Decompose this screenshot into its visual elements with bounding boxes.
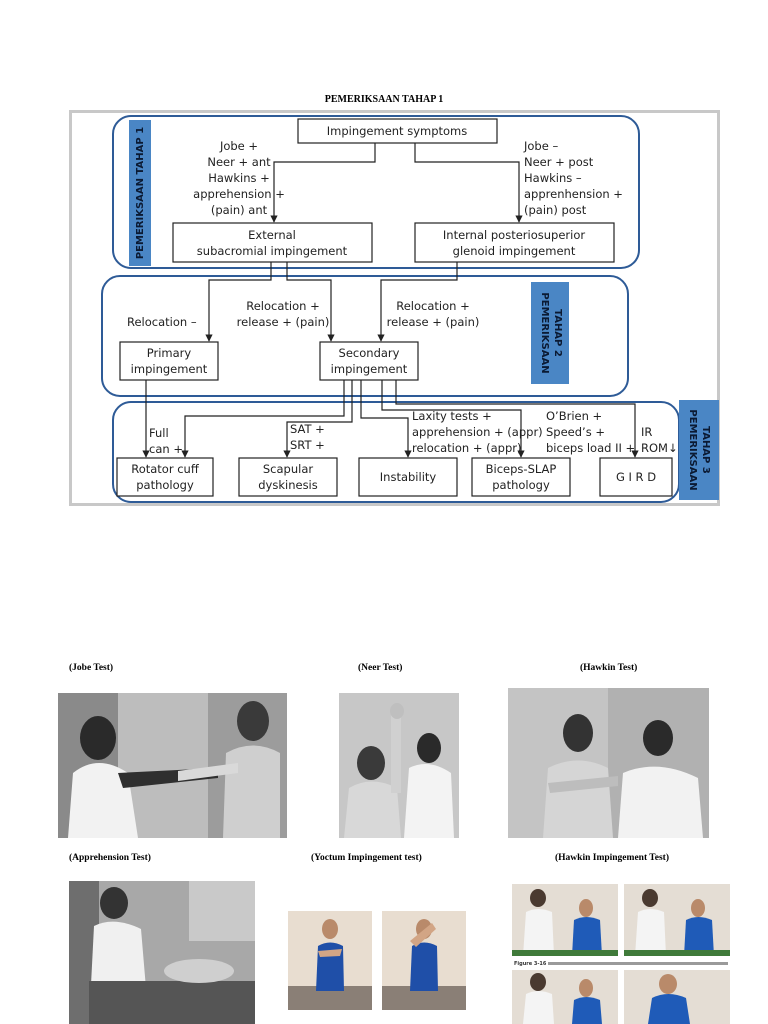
right-criteria-5: (pain) post xyxy=(524,203,587,217)
arrow-secondary-rotator xyxy=(181,380,345,458)
primary-line2: impingement xyxy=(131,362,208,376)
neer-test-photo xyxy=(339,693,459,838)
yoctum-photo-2 xyxy=(382,911,466,1010)
srt-text: SRT + xyxy=(290,438,325,452)
full-can-line1: Full xyxy=(149,426,169,440)
arrow-internal-secondary xyxy=(377,262,458,342)
stage1-label: PEMERIKSAAN TAHAP 1 xyxy=(135,127,146,259)
arrow-secondary-gird xyxy=(395,380,639,458)
biceps-slap-box xyxy=(471,457,571,497)
secondary-impingement-box xyxy=(319,341,419,381)
rom-text: ROM↓ xyxy=(641,441,678,455)
internal-line2: glenoid impingement xyxy=(453,244,576,258)
right-criteria-4: apprenhension + xyxy=(524,187,623,201)
stage2-label-line2: TAHAP 2 xyxy=(552,309,563,357)
gird-text: G I R D xyxy=(616,470,656,484)
apprehension-caption: (Apprehension Test) xyxy=(69,853,151,863)
collage-figure-caption: Figure 3-16 xyxy=(514,961,547,967)
arrow-symptoms-external xyxy=(270,143,376,223)
stage3-label-line2: TAHAP 3 xyxy=(700,426,711,474)
biceps-line1: Biceps-SLAP xyxy=(486,462,557,476)
internal-line1: Internal posteriosuperior xyxy=(443,228,585,242)
stage3-label-line1: PEMERIKSAAN xyxy=(687,409,698,490)
arrow-external-primary xyxy=(205,262,272,342)
secondary-line2: impingement xyxy=(331,362,408,376)
jobe-test-photo xyxy=(58,693,287,838)
arrow-external-secondary xyxy=(286,262,335,342)
left-criteria-4: apprehension + xyxy=(193,187,285,201)
page-title: PEMERIKSAAN TAHAP 1 xyxy=(324,94,444,105)
ir-text: IR xyxy=(641,425,652,439)
arrow-secondary-biceps xyxy=(381,380,525,458)
obrien-line1: O’Brien + xyxy=(546,409,602,423)
right-criteria-2: Neer + post xyxy=(524,155,594,169)
yoctum-caption: (Yoctum Impingement test) xyxy=(311,853,422,863)
obrien-line2: Speed’s + xyxy=(546,425,605,439)
arrow-secondary-instability xyxy=(360,380,412,458)
full-can-line2: can + xyxy=(149,442,183,456)
arrow-secondary-scapular xyxy=(283,380,353,458)
laxity-line1: Laxity tests + xyxy=(412,409,492,423)
secondary-line1: Secondary xyxy=(339,346,400,360)
rotator-cuff-box xyxy=(116,457,214,497)
hawkin-caption: (Hawkin Test) xyxy=(580,663,638,673)
obrien-line3: biceps load II + xyxy=(546,441,635,455)
laxity-line2: apprehension + (appr) xyxy=(412,425,543,439)
hawkin-impingement-collage: Figure 3-16 xyxy=(508,880,734,1024)
left-criteria-5: (pain) ant xyxy=(211,203,268,217)
relocation-plus-1b: release + (pain) xyxy=(237,315,330,329)
impingement-symptoms-box xyxy=(297,118,498,144)
flowchart-frame xyxy=(69,110,720,506)
diagnostic-flowchart: PEMERIKSAAN TAHAP 1 PEMERIKSAAN TAHAP 2 … xyxy=(69,110,720,506)
arrow-symptoms-internal xyxy=(414,143,523,223)
relocation-plus-2a: Relocation + xyxy=(396,299,469,313)
stage2-label-line1: PEMERIKSAAN xyxy=(539,292,550,373)
rotator-line1: Rotator cuff xyxy=(131,462,200,476)
internal-impingement-box xyxy=(414,222,615,263)
sat-text: SAT + xyxy=(290,422,325,436)
stage1-label-bg xyxy=(129,120,151,266)
instability-text: Instability xyxy=(380,470,437,484)
yoctum-photo-1 xyxy=(288,911,372,1010)
stage2-box xyxy=(101,275,629,397)
relocation-plus-1a: Relocation + xyxy=(246,299,319,313)
scapular-line1: Scapular xyxy=(263,462,314,476)
hawkin-test-photo xyxy=(508,688,709,838)
relocation-minus-text: Relocation – xyxy=(127,315,197,329)
laxity-line3: relocation + (appr) xyxy=(412,441,521,455)
external-line2: subacromial impingement xyxy=(197,244,348,258)
hawkin-impingement-caption: (Hawkin Impingement Test) xyxy=(555,853,670,863)
left-criteria-3: Hawkins + xyxy=(208,171,270,185)
rotator-line2: pathology xyxy=(136,478,194,492)
external-line1: External xyxy=(248,228,296,242)
left-criteria-2: Neer + ant xyxy=(207,155,271,169)
primary-impingement-box xyxy=(119,341,219,381)
scapular-line2: dyskinesis xyxy=(258,478,318,492)
jobe-caption: (Jobe Test) xyxy=(69,663,114,673)
right-criteria-1: Jobe – xyxy=(523,139,558,153)
biceps-line2: pathology xyxy=(492,478,550,492)
stage1-box xyxy=(112,115,640,269)
scapular-dyskinesis-box xyxy=(238,457,338,497)
apprehension-test-photo xyxy=(69,881,255,1024)
neer-caption: (Neer Test) xyxy=(358,663,403,673)
primary-line1: Primary xyxy=(147,346,192,360)
left-criteria-1: Jobe + xyxy=(219,139,258,153)
gird-box xyxy=(599,457,673,497)
right-criteria-3: Hawkins – xyxy=(524,171,582,185)
stage3-label-bg xyxy=(679,400,719,500)
impingement-symptoms-text: Impingement symptoms xyxy=(327,124,468,138)
relocation-plus-2b: release + (pain) xyxy=(387,315,480,329)
stage2-label-bg xyxy=(531,282,569,384)
instability-box xyxy=(358,457,458,497)
external-impingement-box xyxy=(172,222,373,263)
